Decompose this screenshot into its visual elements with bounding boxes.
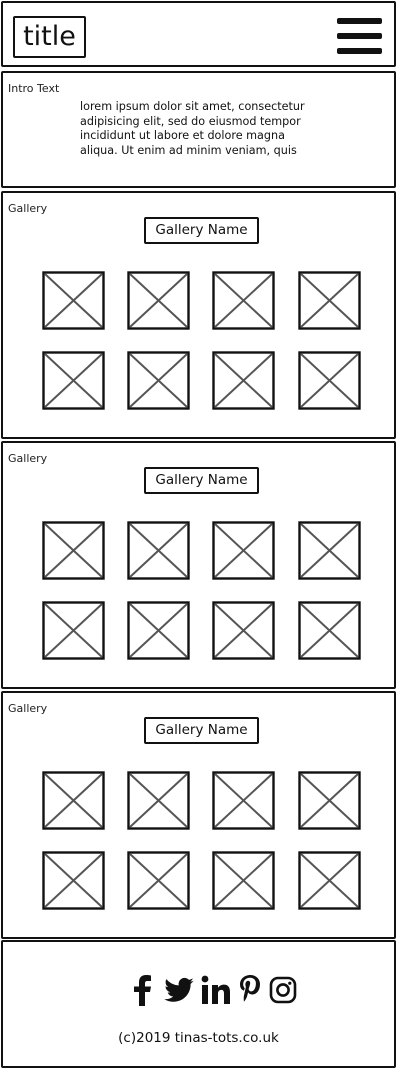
- image-placeholder-icon[interactable]: [42, 271, 105, 330]
- image-placeholder-icon[interactable]: [298, 271, 361, 330]
- image-placeholder-icon[interactable]: [127, 521, 190, 580]
- image-placeholder-icon[interactable]: [298, 521, 361, 580]
- image-placeholder-icon[interactable]: [212, 271, 275, 330]
- image-placeholder-icon[interactable]: [42, 601, 105, 660]
- intro-label: Intro Text: [8, 82, 60, 95]
- intro-text: lorem ipsum dolor sit amet, consectetur …: [80, 100, 350, 158]
- gallery-label: Gallery: [8, 702, 48, 715]
- image-placeholder-icon[interactable]: [127, 271, 190, 330]
- linkedin-icon[interactable]: [201, 974, 231, 1006]
- facebook-icon[interactable]: [131, 974, 153, 1006]
- menu-icon[interactable]: [337, 18, 382, 56]
- image-placeholder-icon[interactable]: [298, 851, 361, 910]
- image-placeholder-icon[interactable]: [212, 771, 275, 830]
- intro-line: aliqua. Ut enim ad minim veniam, quis: [80, 143, 297, 157]
- image-placeholder-icon[interactable]: [212, 351, 275, 410]
- image-placeholder-icon[interactable]: [298, 351, 361, 410]
- image-placeholder-icon[interactable]: [127, 601, 190, 660]
- twitter-icon[interactable]: [163, 974, 195, 1006]
- gallery-section: Gallery Gallery Name: [1, 441, 396, 689]
- intro-section: Intro Text lorem ipsum dolor sit amet, c…: [1, 71, 396, 188]
- intro-line: incididunt ut labore et dolore magna: [80, 129, 285, 143]
- image-placeholder-icon[interactable]: [212, 521, 275, 580]
- image-placeholder-icon[interactable]: [212, 601, 275, 660]
- intro-line: adipisicing elit, sed do eiusmod tempor: [80, 114, 301, 128]
- gallery-name[interactable]: Gallery Name: [144, 717, 259, 744]
- gallery-name[interactable]: Gallery Name: [144, 217, 259, 244]
- image-placeholder-icon[interactable]: [42, 851, 105, 910]
- pinterest-icon[interactable]: [238, 974, 262, 1006]
- image-placeholder-icon[interactable]: [127, 771, 190, 830]
- gallery-section: Gallery Gallery Name: [1, 191, 396, 439]
- gallery-label: Gallery: [8, 202, 48, 215]
- header: title: [1, 1, 396, 67]
- footer: (c)2019 tinas-tots.co.uk: [1, 940, 396, 1068]
- gallery-label: Gallery: [8, 452, 48, 465]
- image-placeholder-icon[interactable]: [42, 351, 105, 410]
- image-placeholder-icon[interactable]: [298, 601, 361, 660]
- image-placeholder-icon[interactable]: [298, 771, 361, 830]
- image-placeholder-icon[interactable]: [42, 771, 105, 830]
- site-title[interactable]: title: [13, 16, 86, 58]
- gallery-name[interactable]: Gallery Name: [144, 467, 259, 494]
- image-placeholder-icon[interactable]: [127, 851, 190, 910]
- gallery-section: Gallery Gallery Name: [1, 691, 396, 939]
- instagram-icon[interactable]: [269, 974, 297, 1006]
- image-placeholder-icon[interactable]: [212, 851, 275, 910]
- copyright-text: (c)2019 tinas-tots.co.uk: [118, 1030, 279, 1046]
- intro-line: lorem ipsum dolor sit amet, consectetur: [80, 100, 305, 113]
- image-placeholder-icon[interactable]: [42, 521, 105, 580]
- image-placeholder-icon[interactable]: [127, 351, 190, 410]
